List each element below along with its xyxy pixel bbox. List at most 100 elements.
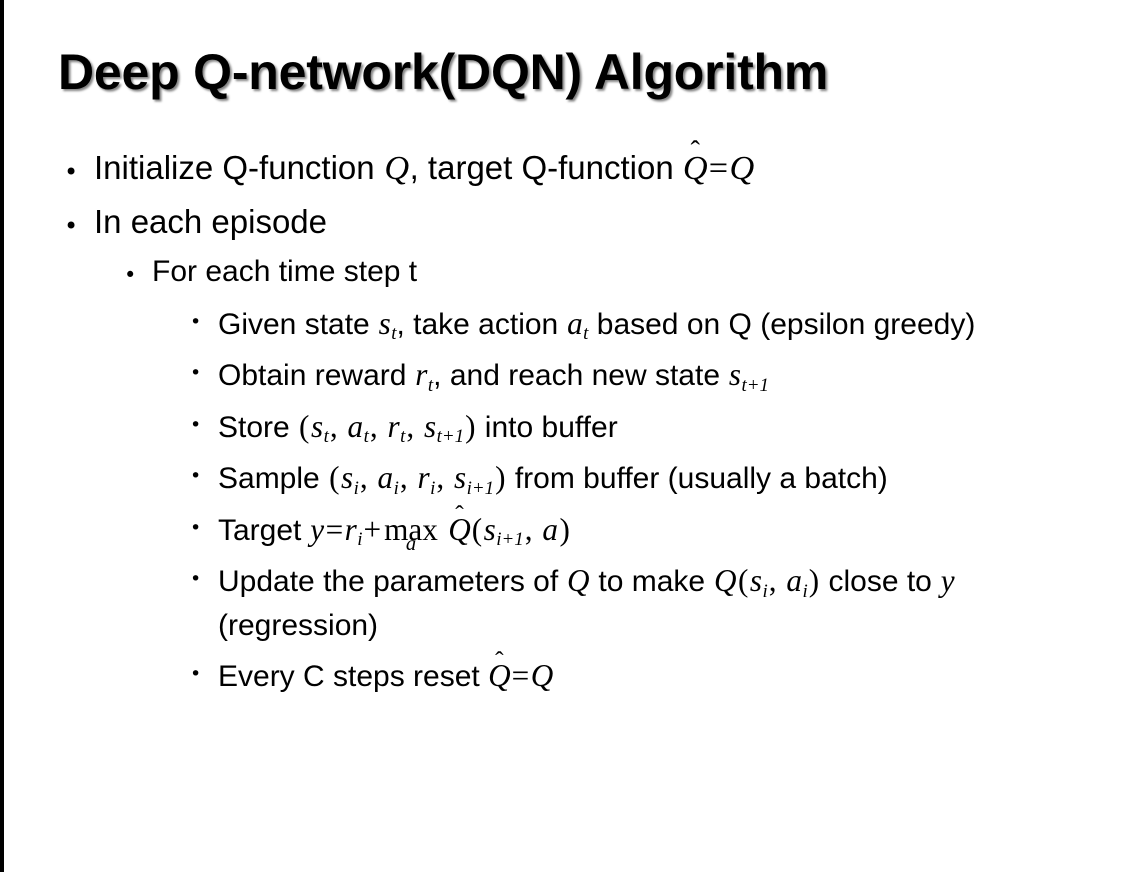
page-title: Deep Q-network(DQN) Algorithm	[58, 44, 829, 100]
math-comma: ,	[399, 460, 408, 496]
math-var-r-t: rt	[415, 357, 433, 395]
list-item-update-parameters: • Update the parameters of Q to make Q(s…	[0, 558, 1124, 647]
math-var-q: Q	[530, 658, 554, 694]
math-var-a: a	[542, 511, 558, 547]
math-sub-t: t	[391, 323, 397, 345]
math-sub-t: t	[323, 426, 329, 448]
math-paren-open: (	[329, 460, 340, 496]
math-var-r: r	[415, 357, 428, 393]
text-segment: from buffer (usually a batch)	[506, 462, 888, 496]
math-var-q-base: Q	[488, 658, 511, 694]
text-segment: close to	[820, 565, 941, 599]
math-comma: ,	[359, 460, 368, 496]
math-var-a-i: ai	[377, 460, 398, 498]
text-segment: Sample	[218, 462, 329, 496]
text-segment: , take action	[396, 307, 567, 341]
math-paren-close: )	[559, 511, 570, 547]
text-segment: Initialize Q-function	[94, 149, 384, 186]
list-item-text: For each time step t	[152, 255, 418, 289]
math-comma: ,	[768, 563, 777, 599]
math-sub-t-plus-1: t+1	[741, 374, 769, 396]
math-var-s-t: st	[378, 306, 397, 345]
math-sub-t-plus-1: t+1	[436, 426, 465, 448]
math-var-q: Q	[384, 149, 410, 187]
list-item-every-c-steps: • Every C steps reset ̂Q=Q	[0, 653, 1124, 699]
math-comma: ,	[406, 408, 415, 444]
list-item-for-each-time-step: • For each time step t	[0, 254, 1124, 291]
math-var-s: s	[423, 408, 437, 444]
math-var-q-base: Q	[448, 511, 471, 547]
math-var-a-i: ai	[786, 563, 807, 601]
math-sub-t: t	[400, 426, 406, 448]
math-sub-i-plus-1: i+1	[496, 529, 524, 551]
list-item-store-into-buffer: • Store (st, at, rt, st+1) into buffer	[0, 404, 1124, 450]
text-segment: , and reach new state	[433, 359, 729, 393]
list-item-in-each-episode: • In each episode	[0, 202, 1124, 242]
bullet-marker-icon: •	[190, 568, 202, 591]
bullet-marker-icon: •	[190, 465, 202, 488]
text-segment: Obtain reward	[218, 359, 415, 393]
bullet-marker-icon: •	[124, 263, 137, 288]
math-paren-close: )	[465, 408, 476, 444]
math-sub-i: i	[353, 477, 359, 499]
math-op-plus: +	[363, 511, 382, 547]
math-var-r-t: rt	[387, 408, 406, 448]
math-var-q: Q	[567, 563, 590, 599]
bullet-marker-icon: •	[64, 211, 79, 240]
algorithm-bullet-list: • Initialize Q-function Q, target Q-func…	[0, 148, 1124, 705]
list-item-text: Sample (si, ai, ri, si+1) from buffer (u…	[218, 455, 1124, 501]
text-segment: Every C steps reset	[218, 660, 489, 694]
math-var-a: a	[347, 408, 364, 444]
math-paren-open: (	[471, 511, 483, 547]
math-var-s: s	[728, 357, 741, 393]
math-var-q-base: Q	[682, 149, 708, 187]
math-var-s: s	[454, 460, 467, 496]
math-var-q-hat: ̂Q	[488, 660, 511, 691]
list-item-sample-from-buffer: • Sample (si, ai, ri, si+1) from buffer …	[0, 455, 1124, 501]
slide-left-edge-bar	[0, 0, 4, 872]
math-var-a: a	[786, 563, 802, 599]
math-var-q-2: Q	[713, 563, 737, 599]
math-paren-open: (	[737, 563, 749, 599]
math-var-r-i: ri	[417, 460, 435, 498]
math-var-r-i: ri	[344, 512, 363, 551]
text-segment: Target	[218, 513, 310, 547]
math-sub-i: i	[802, 580, 808, 602]
math-op-equals: =	[325, 511, 344, 547]
bullet-marker-icon: •	[190, 413, 202, 436]
math-var-s-t1: st+1	[423, 408, 465, 448]
math-op-equals: =	[511, 658, 530, 694]
math-var-a-t: at	[347, 408, 368, 447]
math-sub-i: i	[762, 580, 768, 602]
math-op-equals: =	[708, 149, 729, 187]
math-var-s-t: st	[310, 409, 329, 448]
math-sub-t: t	[427, 374, 434, 396]
math-paren-open: (	[299, 408, 310, 444]
math-var-a-t: at	[567, 306, 588, 344]
text-segment: , target Q-function	[409, 149, 683, 186]
math-var-q-hat: ̂Q	[683, 151, 708, 185]
math-var-s-i: si	[340, 460, 359, 498]
list-item-text: Store (st, at, rt, st+1) into buffer	[218, 404, 1124, 450]
math-var-a: a	[377, 460, 394, 496]
text-segment: to make	[590, 565, 714, 599]
list-item-text: Given state st, take action at based on …	[218, 301, 1124, 347]
list-item-text: Update the parameters of Q to make Q(si,…	[218, 558, 1124, 647]
math-paren-close: )	[808, 563, 820, 599]
math-var-r: r	[417, 460, 430, 496]
bullet-marker-icon: •	[190, 362, 202, 385]
math-var-q-hat: ̂Q	[448, 514, 471, 545]
math-paren-close: )	[495, 460, 506, 496]
math-underset-a: a	[405, 533, 417, 556]
math-var-s-i1: si+1	[483, 512, 524, 551]
math-var-y: y	[940, 563, 955, 599]
text-segment: based on Q (epsilon greedy)	[588, 307, 976, 341]
text-segment: into buffer	[476, 410, 618, 444]
list-item-text: In each episode	[94, 202, 328, 240]
text-segment: Given state	[218, 307, 379, 341]
math-sub-i: i	[357, 529, 363, 551]
math-var-r: r	[387, 408, 400, 444]
